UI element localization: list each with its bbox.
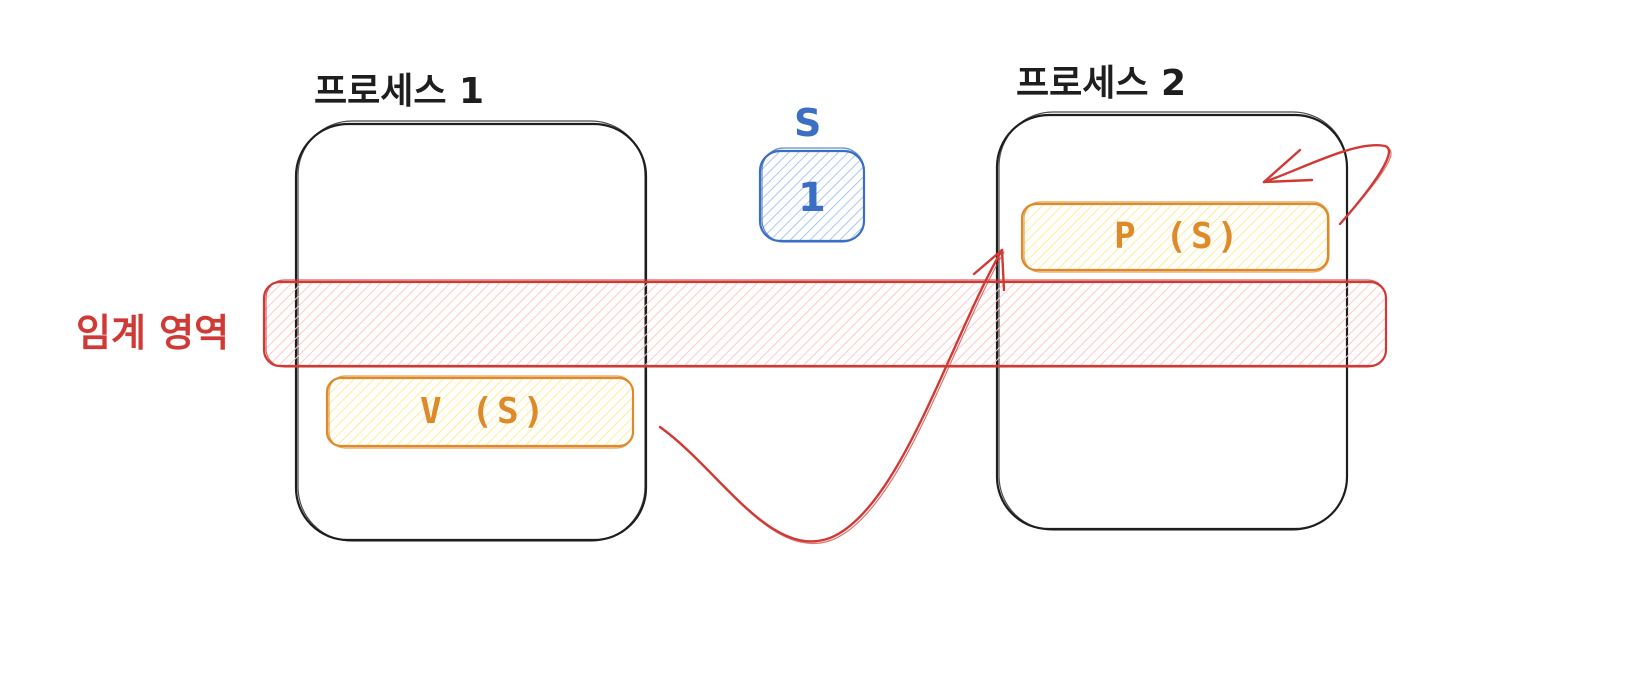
signal-arrow [658,248,1006,544]
semaphore-name: S [794,101,822,145]
p-operation-label: P (S) [1114,216,1243,257]
p-operation-box [1020,201,1330,273]
process2-title: 프로세스 2 [1016,63,1187,104]
semaphore-value: 1 [798,175,826,221]
wait-loop-arrow [1262,144,1392,226]
v-operation-box [325,375,635,449]
semaphore-box [758,147,866,243]
critical-section-label: 임계 영역 [76,311,230,355]
critical-section-band [262,279,1388,368]
v-operation-label: V (S) [420,391,549,432]
process1-title: 프로세스 1 [314,71,485,112]
